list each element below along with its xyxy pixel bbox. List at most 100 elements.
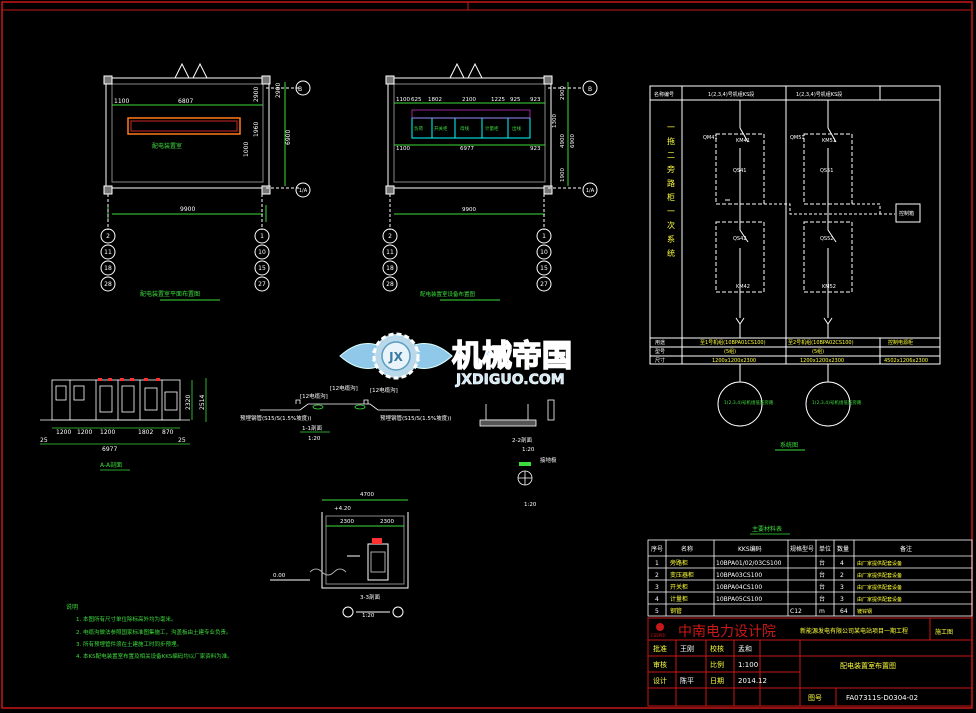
bom-cell: 5	[655, 608, 659, 615]
elev-side-l: 25	[40, 437, 48, 444]
indicator-lamp	[156, 378, 160, 381]
plan2-dim-top-3: 1802	[428, 97, 442, 103]
tb-r0c0: 批准	[653, 644, 667, 653]
equipment-box-inner	[130, 120, 238, 132]
tb-r2c0: 设计	[653, 676, 667, 685]
sld-vertical-title-char: 一	[667, 207, 675, 216]
plan2-dim-side-2: 6900	[570, 134, 576, 148]
indicator-lamp	[130, 378, 134, 381]
panel-window	[164, 391, 178, 411]
trench-edges	[295, 399, 369, 404]
plan2	[382, 62, 598, 301]
sld-row-2-label: 尺寸	[655, 357, 665, 364]
elevation	[40, 378, 207, 471]
plan1-box-label: 配电装置室	[152, 142, 182, 150]
plan2-dim-top-7: 923	[530, 97, 541, 103]
sld-motor-left: 1(2,3,4)号机组低压旁路	[724, 399, 774, 406]
plan1-dim-top-1: 1100	[114, 98, 129, 105]
sld-vertical-title-char: 路	[667, 178, 675, 188]
sec3-title: 3-3剖面	[360, 593, 380, 601]
bom-cell: 4	[655, 596, 659, 603]
plan1-dim-top-2: 6807	[178, 98, 193, 105]
detail-flag	[519, 462, 531, 466]
plan2-axis-r2: 10	[540, 249, 548, 256]
sld-bl-2: QS41	[733, 168, 746, 174]
sld-vertical-title: 一拖二旁路柜一次系统	[667, 123, 675, 258]
control-wiring	[764, 203, 895, 215]
tb-drawing-no: FA07311S-D0304-02	[846, 694, 918, 702]
column	[385, 75, 395, 85]
plan2-dim-mid-1: 1100	[396, 146, 410, 152]
note-1: 1. 本图所有尺寸单位除标高外均为毫米。	[76, 615, 177, 623]
sld-row-1-c1: (5组)	[724, 348, 736, 355]
section-2-2	[479, 399, 555, 486]
cable-trench-profile	[260, 403, 420, 411]
section-marker	[342, 606, 354, 618]
notes-title: 说明	[66, 603, 78, 611]
bom-cell: 64	[840, 608, 848, 615]
plan1-dim-side-3: 1960	[253, 122, 260, 137]
axis-bubble	[536, 244, 552, 260]
sld-header-0: 名称编号	[654, 91, 674, 98]
elev-dim-2: 1200	[77, 429, 92, 436]
bom-h4: 单位	[819, 545, 831, 553]
plan2-dim-side-3: 4900	[560, 134, 566, 148]
axis-bubble	[536, 228, 552, 244]
motor-left	[717, 381, 763, 427]
plan2-cell-3: 母线	[460, 125, 469, 132]
feeder-arrow	[823, 300, 833, 325]
room-inner	[111, 83, 264, 183]
cabinet-top	[372, 538, 382, 544]
tb-r1c3: 1:100	[738, 661, 758, 669]
axis-bubble	[536, 260, 552, 276]
bom-cell: 2	[655, 572, 659, 579]
column	[543, 75, 553, 85]
elevation-labels: 1200 1200 1200 1802 870 6977 25 25 2320 …	[40, 395, 206, 469]
plan1	[100, 62, 311, 301]
elev-height-1: 2320	[185, 395, 192, 410]
tb-drawing-name: 配电装置室布置图	[840, 661, 896, 670]
sec2-title: 2-2剖面	[512, 436, 532, 444]
axis-bubble	[382, 260, 398, 276]
plan2-axis-l1: 2	[388, 233, 392, 240]
axis-bubble	[582, 182, 598, 198]
plan2-axis-r1: 1	[542, 233, 546, 240]
bom-cell: m	[819, 608, 825, 615]
control-box	[895, 203, 921, 223]
sld-bl-3: QS42	[733, 236, 746, 242]
room-outline	[387, 77, 552, 189]
panel-window	[73, 385, 85, 401]
sld-row-0-label: 用途	[655, 339, 665, 346]
bom-cell: 3	[655, 584, 659, 591]
bom-cell: 台	[819, 583, 825, 591]
plan1-dim-side-1: 2900	[275, 83, 282, 98]
elev-side-r: 25	[178, 437, 186, 444]
sld-vertical-title-char: 柜	[667, 192, 675, 202]
top-bar	[411, 109, 531, 119]
breaker-box-right	[803, 133, 853, 205]
section-marker	[392, 606, 404, 618]
feeder-arrow	[735, 300, 745, 325]
sld-bl-1: KM41	[736, 138, 750, 144]
sld-motor-right: 1(2,3,4)号机组低压旁路	[812, 399, 862, 406]
indicator-lamp	[98, 378, 102, 381]
bom-cell: 旁路柜	[670, 559, 688, 567]
axis-bubble	[382, 244, 398, 260]
plan1-axis-l1: 2	[106, 233, 110, 240]
sec3-level: +4.20	[334, 506, 351, 512]
sld-vertical-title-char: 拖	[667, 136, 675, 146]
watermark-url: JXDIGUO.COM	[455, 372, 565, 388]
tb-r1c0: 审核	[653, 660, 667, 669]
title-block-text: 中南电力设计院 CSEPDI 新能源发电有限公司某电站项目一期工程 施工图 批准…	[651, 624, 953, 702]
plan2-axis-l2: 11	[386, 249, 394, 256]
sec1-title: 1-1剖面	[302, 424, 322, 432]
note-3: 3. 所有预埋管件须在土建施工时同步预埋。	[76, 640, 182, 648]
plan1-dim-side-2: 6900	[285, 130, 292, 145]
room-outline	[105, 77, 270, 189]
plan2-axis-r3: 15	[540, 265, 548, 272]
tb-r2c3: 2014.12	[738, 677, 767, 685]
bom-h6: 备注	[900, 545, 912, 553]
axis-bubble	[100, 244, 116, 260]
